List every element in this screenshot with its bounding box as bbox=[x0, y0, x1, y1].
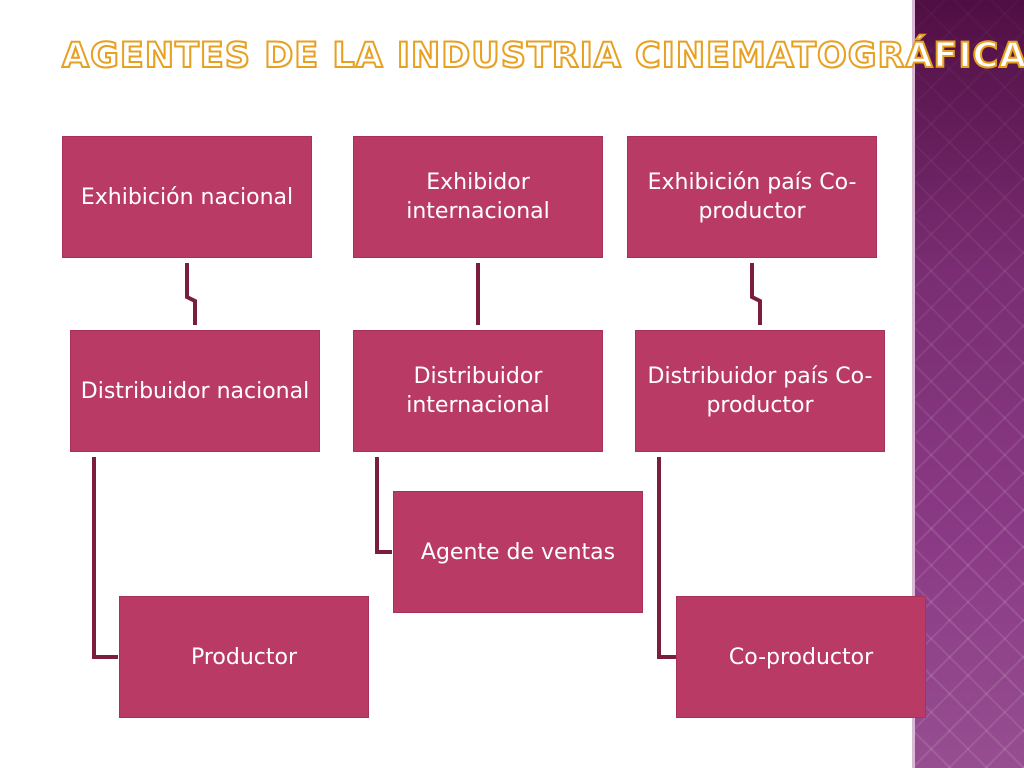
node-agente-de-ventas: Agente de ventas bbox=[393, 491, 643, 613]
connector-exhibicion-pais-to-distribuidor-pais bbox=[750, 263, 762, 325]
node-coproductor: Co-productor bbox=[676, 596, 926, 718]
node-label: Exhibición nacional bbox=[80, 184, 294, 210]
connector-distribuidor-internacional-to-agente bbox=[375, 457, 392, 554]
node-label: Exhibición país Co-productor bbox=[647, 170, 857, 224]
slide-title: Agentes de la industria cinematográfica bbox=[61, 35, 1024, 77]
connector-distribuidor-pais-to-coproductor bbox=[657, 457, 676, 659]
node-label: Agente de ventas bbox=[420, 539, 616, 565]
node-label: Exhibidor internacional bbox=[406, 170, 550, 224]
node-label: Distribuidor nacional bbox=[80, 378, 310, 404]
node-productor: Productor bbox=[119, 596, 369, 718]
node-distribuidor-nacional: Distribuidor nacional bbox=[70, 330, 320, 452]
node-label: Productor bbox=[190, 644, 298, 670]
connector-distribuidor-nacional-to-productor bbox=[92, 457, 118, 659]
node-distribuidor-internacional: Distribuidor internacional bbox=[353, 330, 603, 452]
node-label: Co-productor bbox=[728, 644, 874, 670]
node-exhibidor-internacional: Exhibidor internacional bbox=[353, 136, 603, 258]
connector-exhibicion-to-distribuidor-nacional bbox=[185, 263, 197, 325]
connector-layer bbox=[92, 263, 762, 659]
node-distribuidor-pais-coproductor: Distribuidor país Co-productor bbox=[635, 330, 885, 452]
node-exhibicion-pais-coproductor: Exhibición país Co-productor bbox=[627, 136, 877, 258]
node-label: Distribuidor internacional bbox=[406, 364, 550, 418]
node-exhibicion-nacional: Exhibición nacional bbox=[62, 136, 312, 258]
node-label: Distribuidor país Co-productor bbox=[647, 364, 873, 418]
decorative-side-band bbox=[912, 0, 1024, 768]
